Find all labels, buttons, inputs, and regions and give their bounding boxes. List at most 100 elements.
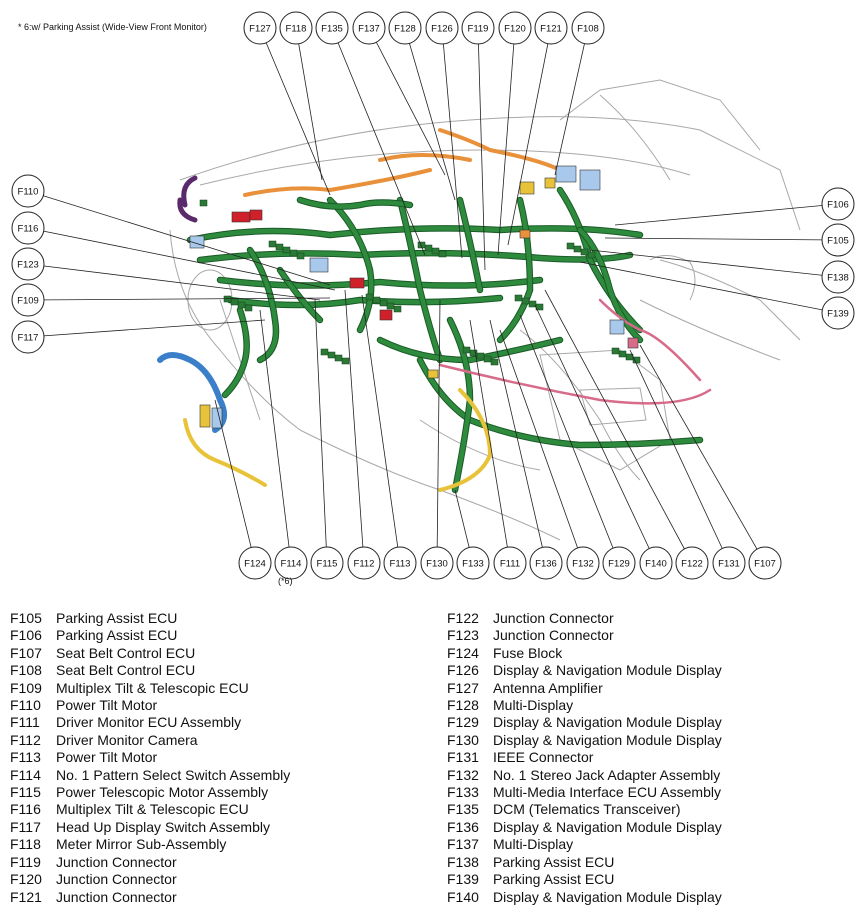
harness-segment [197,250,633,263]
callout-leader-line [436,299,441,564]
harness-segment [187,226,643,243]
harness-connector [244,304,253,312]
harness-connector [275,243,284,251]
harness-connector [462,346,471,354]
harness-connector [573,245,582,253]
harness-connector [417,241,426,249]
connector-block [249,209,263,221]
harness-connector [289,249,298,257]
callout-label: F110 [18,187,39,198]
harness-connector [386,302,395,310]
callout-leader-line [344,289,365,564]
connector-block [519,181,535,195]
connector-block [579,169,601,191]
connector-block [309,257,329,273]
harness-connector [327,351,336,359]
harness-connector [580,248,589,256]
callout-label: F137 [358,24,380,35]
harness-main [186,186,704,494]
harness-connector [320,348,329,356]
callout-label: F124 [244,559,266,570]
callout-label: F108 [577,24,599,35]
yellow-harness-center [438,388,493,492]
callout-label: F138 [827,273,849,284]
harness-connector [296,252,305,260]
callout-leader-line [27,319,266,338]
callout-label: F116 [18,224,39,235]
callout-label: F107 [754,559,776,570]
callout-leader-line [441,27,463,259]
callout-label: F126 [431,24,453,35]
callout-bubble [274,546,308,580]
callout-bubble [748,546,782,580]
harness-connector [618,350,627,358]
callout-leader-line [404,27,456,201]
connector-block [349,277,365,289]
callout-label: F131 [718,559,740,570]
callout-bubble [11,211,45,245]
pink-harness [438,363,712,405]
harness-segment [577,227,643,343]
callout-bubble [238,546,272,580]
harness-connector [438,250,447,258]
purple-harness [177,175,198,223]
callout-label: F113 [390,559,411,570]
harness-connector [230,298,239,306]
harness-connector [393,305,402,313]
callout-bubble [310,546,344,580]
harness-shadow [326,196,375,334]
callout-leader-line [639,344,766,564]
yellow-harness-left [183,418,267,487]
callout-bubble [347,546,381,580]
callout-leader-line [259,309,292,564]
orange-harness-segment [378,153,472,162]
callout-label: F109 [17,296,39,307]
callout-leader-line [27,297,331,301]
callout-label: F105 [827,236,849,247]
callout-label: F136 [535,559,557,570]
callout-label: F129 [608,559,630,570]
harness-segment [222,307,249,398]
callout-bubble [461,11,495,45]
callout-label: F123 [17,260,39,271]
connector-block [379,309,393,321]
callout-label: F121 [540,24,562,35]
callout-leader-line [27,263,321,301]
callout-leader-line [629,349,730,564]
callout-bubble [243,11,277,45]
harness-connector [372,296,381,304]
callout-leader-line [614,203,839,226]
callout-bubble [279,11,313,45]
harness-orange [243,128,562,197]
callout-leader-line [604,237,839,241]
callout-bubble [675,546,709,580]
harness-segment [247,247,279,363]
callout-bubble [11,320,45,354]
callout-label: F111 [500,559,520,570]
callout-bubble [639,546,673,580]
callout-bubble [534,11,568,45]
callout-label: F133 [462,559,484,570]
